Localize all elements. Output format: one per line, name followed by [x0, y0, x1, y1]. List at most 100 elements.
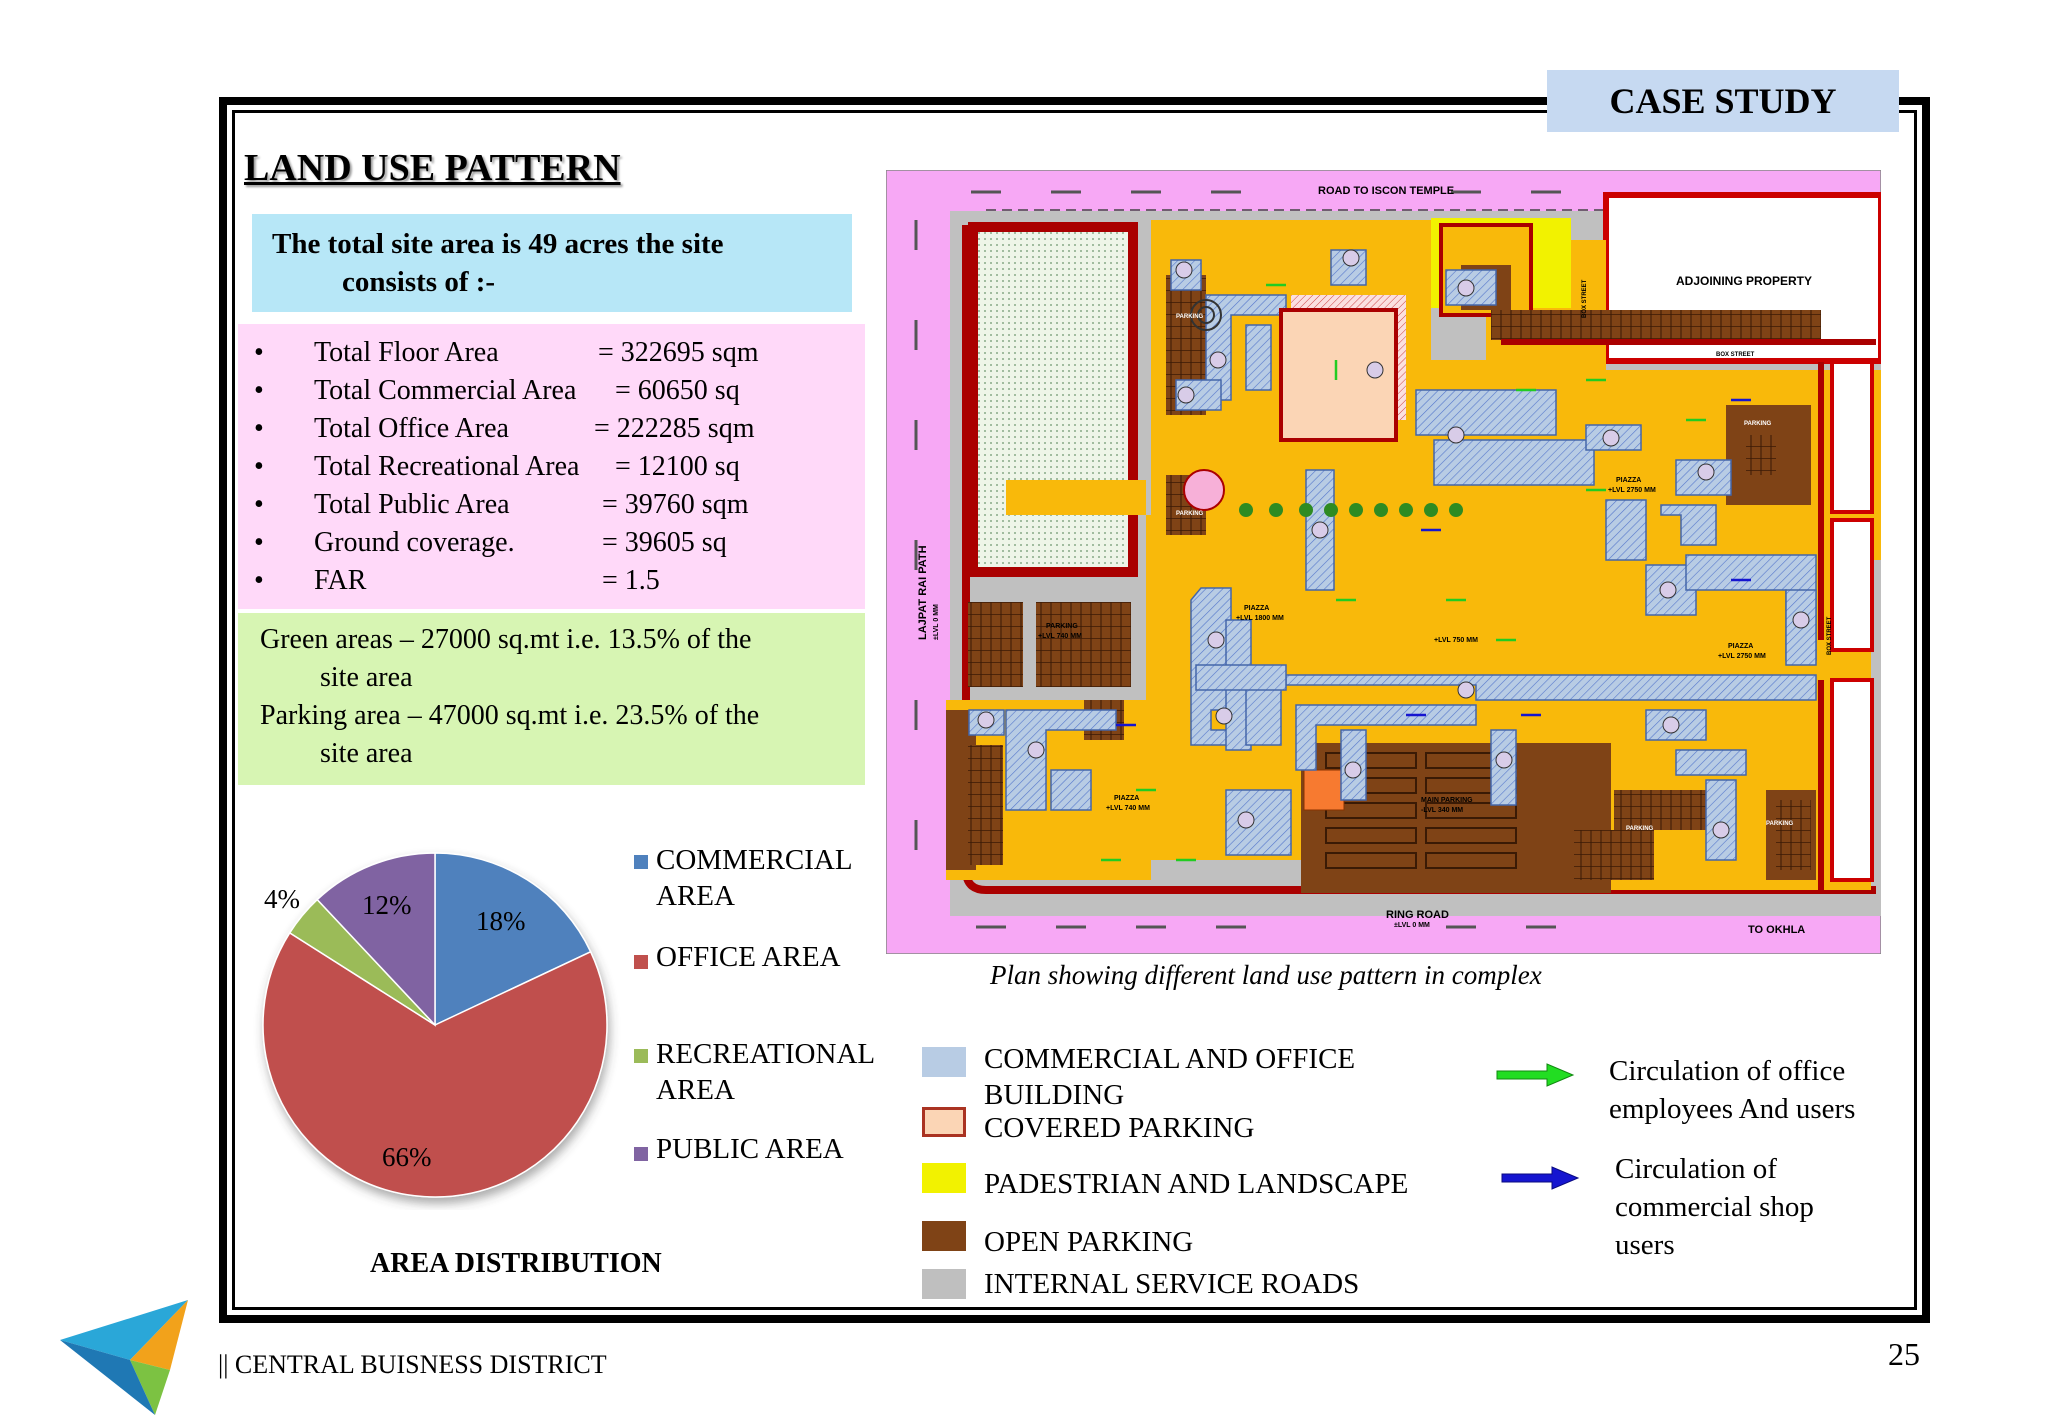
key-shop-circulation: Circulation of commercial shop users: [1615, 1150, 1814, 1264]
key-swatch-service: [922, 1269, 966, 1299]
parking-area-line-1: Parking area – 47000 sq.mt i.e. 23.5% of…: [260, 700, 760, 731]
plan-label-ring-lvl: ±LVL 0 MM: [1394, 922, 1430, 929]
legend-swatch-commercial: [634, 855, 648, 869]
green-area-line-2: site area: [320, 662, 413, 693]
footer-title: || CENTRAL BUISNESS DISTRICT: [218, 1350, 607, 1379]
plan-label-parking: PARKING: [1744, 421, 1772, 427]
bullet: •: [254, 337, 264, 368]
bullet: •: [254, 489, 264, 520]
pie-slice-public-area: [316, 852, 436, 1027]
shop-circulation-arrow-icon: [1501, 1166, 1580, 1190]
legend-office: OFFICE AREA: [656, 941, 841, 973]
stat-label: Total Office Area: [314, 413, 509, 444]
plan-label-adjoining: ADJOINING PROPERTY: [1676, 274, 1812, 288]
key-commercial: COMMERCIAL AND OFFICE BUILDING: [984, 1041, 1355, 1113]
bullet: •: [254, 375, 264, 406]
site-plan: ROAD TO ISCON TEMPLE ADJOINING PROPERTY …: [886, 170, 1881, 954]
stat-value: = 12100 sq: [615, 451, 740, 482]
plan-label-lvl-750: +LVL 750 MM: [1434, 637, 1478, 644]
key-pedestrian: PADESTRIAN AND LANDSCAPE: [984, 1168, 1409, 1200]
pie-slice-commercial-area: [434, 852, 592, 1027]
pie-label-public: 12%: [362, 890, 412, 920]
area-distribution-pie-chart: [262, 852, 608, 1198]
legend-text: RECREATIONAL: [656, 1038, 876, 1070]
plan-label-to-okhla: TO OKHLA: [1748, 924, 1805, 936]
plan-label-main-parking-lvl: -LVL 340 MM: [1421, 807, 1463, 814]
bullet: •: [254, 451, 264, 482]
bullet: •: [254, 565, 264, 596]
key-swatch-commercial: [922, 1047, 966, 1077]
plan-label-lajpat-lvl: ±LVL 0 MM: [933, 604, 940, 640]
plan-label-lvl-1800: +LVL 1800 MM: [1236, 615, 1284, 622]
plan-label-lvl-2750: +LVL 2750 MM: [1718, 653, 1766, 660]
plan-label-parking: PARKING: [1626, 826, 1654, 832]
stat-label: Total Commercial Area: [314, 375, 577, 406]
slide-frame-inner: [232, 110, 1917, 1310]
page-number: 25: [1888, 1336, 1920, 1372]
plan-label-parking: PARKING: [1766, 821, 1794, 827]
plan-label-box-street: BOX STREET: [1716, 352, 1755, 358]
stat-value: = 1.5: [602, 565, 660, 596]
plan-label-parking: PARKING: [1176, 314, 1204, 320]
page-title: LAND USE PATTERN: [244, 147, 621, 189]
stat-value: = 60650 sq: [615, 375, 740, 406]
plan-label-piazza: PIAZZA: [1616, 477, 1641, 484]
legend-recreational: RECREATIONAL AREA: [656, 1036, 875, 1108]
site-area-box: The total site area is 49 acres the site…: [252, 214, 852, 312]
legend-text: AREA: [656, 1074, 735, 1106]
key-service: INTERNAL SERVICE ROADS: [984, 1268, 1360, 1300]
plan-label-road-top: ROAD TO ISCON TEMPLE: [1318, 185, 1454, 197]
stat-label: FAR: [314, 565, 367, 596]
plan-label-piazza: PIAZZA: [1114, 795, 1139, 802]
stat-value: = 222285 sqm: [594, 413, 755, 444]
stat-value: = 39760 sqm: [602, 489, 749, 520]
parking-area-line-2: site area: [320, 738, 413, 769]
key-text: COMMERCIAL AND OFFICE: [984, 1043, 1356, 1075]
key-text: commercial shop: [1615, 1191, 1814, 1223]
plan-label-box-street: BOX STREET: [1827, 616, 1833, 655]
slide-frame-outer: [219, 97, 1930, 1323]
key-text: users: [1615, 1229, 1675, 1261]
legend-public: PUBLIC AREA: [656, 1133, 844, 1165]
key-covered: COVERED PARKING: [984, 1112, 1255, 1144]
pie-label-recreational: 4%: [264, 884, 300, 914]
plan-label-box-street: BOX STREET: [1582, 279, 1588, 318]
key-text: Circulation of: [1615, 1153, 1777, 1185]
key-open-parking: OPEN PARKING: [984, 1226, 1194, 1258]
key-text: Circulation of office: [1609, 1055, 1846, 1087]
plan-label-piazza: PIAZZA: [1728, 643, 1753, 650]
area-stats-list: • Total Floor Area = 322695 sqm • Total …: [238, 324, 865, 609]
key-swatch-covered: [922, 1107, 966, 1137]
stat-label: Ground coverage.: [314, 527, 515, 558]
key-office-circulation: Circulation of office employees And users: [1609, 1052, 1855, 1128]
plan-caption: Plan showing different land use pattern …: [990, 960, 1542, 990]
plan-label-lvl-740: +LVL 740 MM: [1106, 805, 1150, 812]
plan-label-ring-road: RING ROAD: [1386, 909, 1449, 921]
plan-label-lajpat: LAJPAT RAI PATH: [917, 545, 929, 640]
company-logo: [60, 1300, 188, 1415]
stat-label: Total Recreational Area: [314, 451, 580, 482]
case-study-tag: CASE STUDY: [1547, 70, 1899, 132]
plan-label-main-parking: MAIN PARKING: [1421, 797, 1473, 804]
legend-swatch-office: [634, 955, 648, 969]
stat-label: Total Floor Area: [314, 337, 499, 368]
plan-label-piazza: PIAZZA: [1244, 605, 1269, 612]
bullet: •: [254, 527, 264, 558]
chart-title: AREA DISTRIBUTION: [370, 1248, 662, 1279]
key-text: BUILDING: [984, 1079, 1125, 1111]
key-text: employees And users: [1609, 1093, 1856, 1125]
legend-text: COMMERCIAL: [656, 844, 853, 876]
pie-label-commercial: 18%: [476, 906, 526, 936]
key-swatch-pedestrian: [922, 1163, 966, 1193]
green-area-line-1: Green areas – 27000 sq.mt i.e. 13.5% of …: [260, 624, 752, 655]
bullet: •: [254, 413, 264, 444]
office-circulation-arrow-icon: [1496, 1063, 1575, 1087]
plan-label-parking: PARKING: [1046, 623, 1078, 630]
legend-swatch-recreational: [634, 1049, 648, 1063]
legend-text: AREA: [656, 880, 735, 912]
site-area-line-2: consists of :-: [342, 266, 496, 298]
legend-swatch-public: [634, 1147, 648, 1161]
pie-slice-office-area: [262, 931, 608, 1198]
legend-commercial: COMMERCIAL AREA: [656, 842, 853, 914]
plan-label-lvl-2750: +LVL 2750 MM: [1608, 487, 1656, 494]
